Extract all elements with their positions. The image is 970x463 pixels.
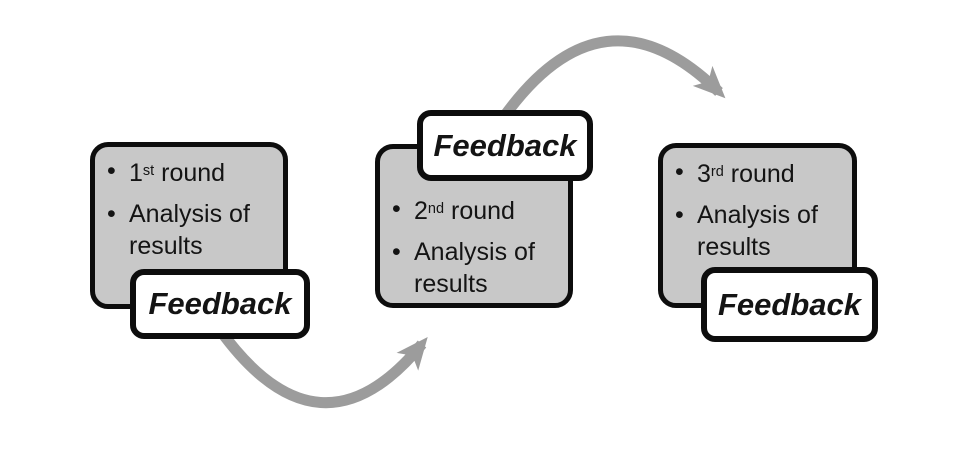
- bullet-icon: •: [675, 158, 684, 186]
- arrow-round2-to-round3-icon: [498, 35, 726, 122]
- round-2-analysis-item: • Analysis of results: [390, 236, 560, 300]
- bullet-icon: •: [107, 200, 116, 229]
- ordinal-suffix: st: [142, 163, 155, 179]
- round-number: 2: [414, 197, 428, 226]
- ordinal-suffix: nd: [427, 201, 445, 217]
- bullet-icon: •: [675, 201, 684, 230]
- round-3-title: 3rd round: [697, 156, 844, 190]
- bullet-icon: •: [392, 195, 401, 223]
- feedback-label: Feedback: [717, 286, 861, 322]
- round-word: round: [444, 197, 515, 226]
- round-1-box: • 1st round • Analysis of results: [90, 142, 288, 309]
- analysis-label: Analysis of results: [129, 200, 250, 261]
- round-3-title-item: • 3rd round: [673, 156, 844, 190]
- round-1-title-item: • 1st round: [105, 155, 275, 189]
- bullet-icon: •: [107, 157, 116, 185]
- bullet-icon: •: [392, 238, 401, 267]
- round-1-title: 1st round: [129, 155, 275, 189]
- round-number: 1: [129, 159, 143, 188]
- round-3-analysis-item: • Analysis of results: [673, 199, 844, 263]
- round-word: round: [154, 159, 226, 188]
- round-2-title: 2nd round: [414, 193, 560, 227]
- round-3-feedback-box: Feedback: [701, 267, 878, 342]
- round-word: round: [723, 160, 795, 189]
- feedback-label: Feedback: [148, 286, 292, 321]
- round-1-analysis-item: • Analysis of results: [105, 198, 275, 262]
- round-2-feedback-box: Feedback: [417, 110, 593, 181]
- round-1-feedback-box: Feedback: [130, 269, 310, 339]
- feedback-label: Feedback: [433, 127, 577, 163]
- round-2-title-item: • 2nd round: [390, 193, 560, 227]
- analysis-label: Analysis of results: [414, 238, 535, 299]
- analysis-label: Analysis of results: [697, 201, 818, 262]
- round-number: 3: [697, 160, 711, 189]
- arrow-round1-to-round2-icon: [215, 326, 428, 409]
- ordinal-suffix: rd: [710, 164, 724, 180]
